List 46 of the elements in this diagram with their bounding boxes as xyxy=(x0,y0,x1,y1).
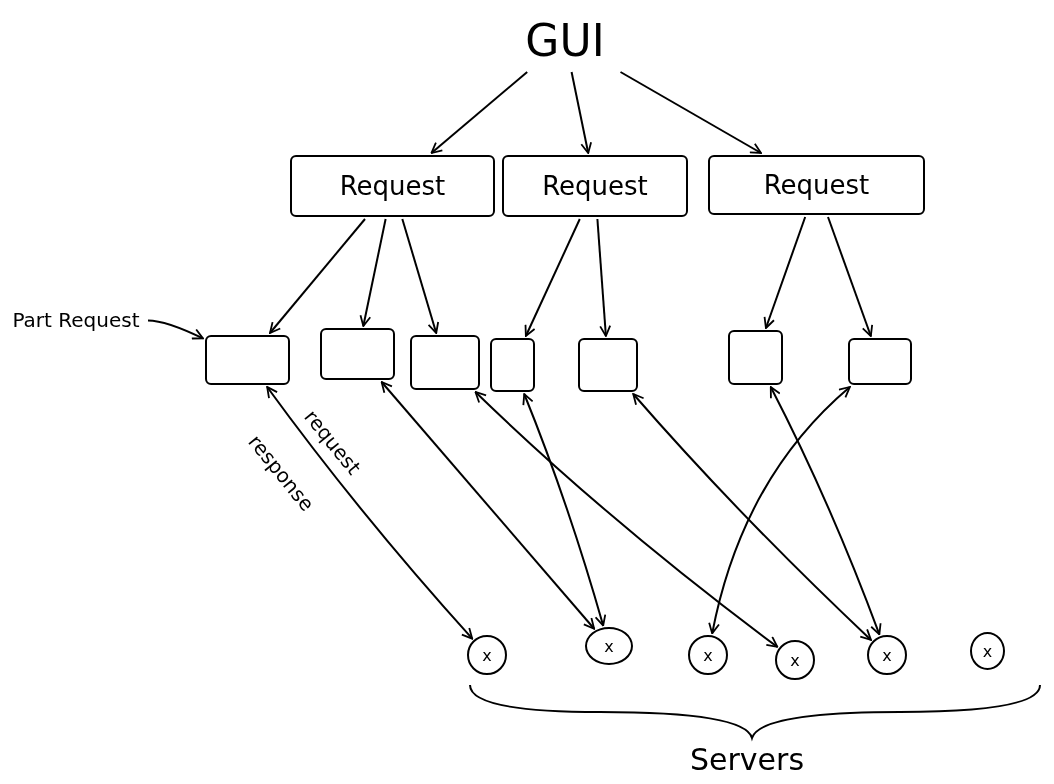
server-circle xyxy=(775,640,815,680)
part-request-box xyxy=(320,328,395,380)
arrow xyxy=(269,218,366,334)
server-circle xyxy=(970,632,1005,670)
arrow xyxy=(266,386,474,640)
leader-arrow xyxy=(147,319,204,340)
title-text: GUI xyxy=(525,14,605,66)
server-circle xyxy=(867,635,907,675)
server-mark: x xyxy=(882,645,892,665)
arrow xyxy=(632,393,872,641)
server-mark: x xyxy=(790,650,800,670)
request-box xyxy=(708,155,925,215)
part-request-box xyxy=(490,338,535,392)
arrow xyxy=(474,391,779,648)
part-request-box xyxy=(578,338,638,392)
part-request-box xyxy=(205,335,290,385)
part-request-box xyxy=(848,338,912,385)
arrow xyxy=(570,71,592,154)
server-mark: x xyxy=(982,641,993,661)
group-label: Servers xyxy=(690,742,804,777)
arrow xyxy=(763,216,807,329)
request-box xyxy=(502,155,688,217)
server-circle xyxy=(585,627,633,665)
arrow xyxy=(769,386,882,636)
arrow xyxy=(522,393,607,627)
box-label: Request xyxy=(763,170,870,200)
arrow xyxy=(708,386,851,635)
arrow xyxy=(596,218,612,337)
server-mark: x xyxy=(482,645,492,665)
server-circle xyxy=(467,635,507,675)
part-request-box xyxy=(728,330,783,385)
server-mark: x xyxy=(604,636,614,656)
arrow xyxy=(827,216,874,337)
arrow xyxy=(359,218,387,327)
server-mark: x xyxy=(703,645,713,665)
arrow xyxy=(401,218,440,334)
arrow xyxy=(380,381,596,630)
request-box xyxy=(290,155,495,217)
part-request-box xyxy=(410,335,480,390)
box-label: Request xyxy=(542,171,648,201)
arrow xyxy=(619,71,762,154)
arrow xyxy=(524,218,581,337)
callout-text: Part Request xyxy=(12,308,140,332)
server-circle xyxy=(688,635,728,675)
arrow xyxy=(430,71,529,154)
box-label: Request xyxy=(339,171,446,201)
